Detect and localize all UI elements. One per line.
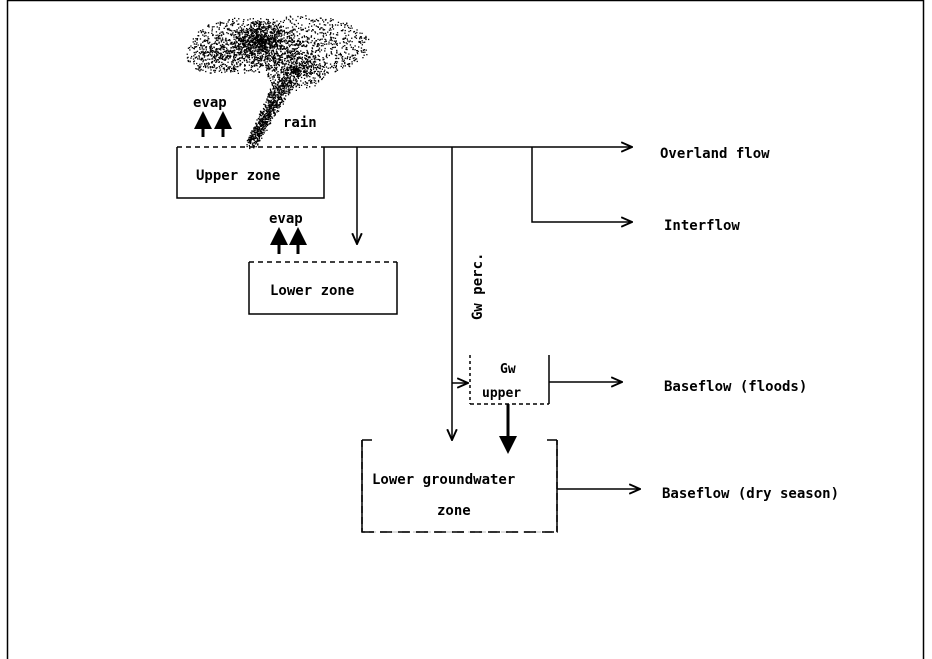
rain-label: rain [283,115,317,131]
evap-lower-arrows [279,236,298,254]
diagram-frame [8,1,924,659]
evap-upper-arrows [203,120,223,137]
baseflow-dry-label: Baseflow (dry season) [662,486,839,502]
evap-upper-label: evap [193,95,227,111]
gw-perc-label: Gw perc. [470,253,486,320]
rain-cloud-icon [187,15,370,149]
lower-zone-label: Lower zone [270,283,354,299]
interflow-label: Interflow [664,218,740,234]
overland-flow-label: Overland flow [660,146,770,162]
gw-upper-label-line1: Gw [500,362,516,377]
lower-groundwater-label-line1: Lower groundwater [372,472,515,488]
baseflow-floods-label: Baseflow (floods) [664,379,807,395]
lower-groundwater-label-line2: zone [437,503,471,519]
interflow-arrow [532,147,632,222]
upper-zone-label: Upper zone [196,168,280,184]
evap-lower-label: evap [269,211,303,227]
gw-upper-label-line2: upper [482,386,521,401]
